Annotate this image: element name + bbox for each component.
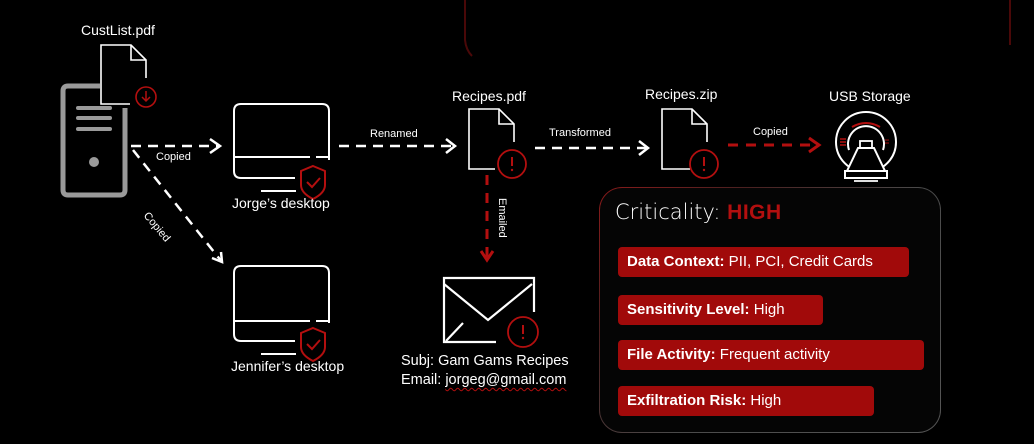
edge-jorge-to-recipes-pdf xyxy=(339,138,458,154)
edge-label-copied: Copied xyxy=(753,126,788,138)
email-address: jorgeg@gmail.com xyxy=(445,372,567,388)
alert-icon xyxy=(497,149,527,179)
pill-value: Frequent activity xyxy=(715,346,830,363)
jennifer-desktop-icon xyxy=(233,265,330,355)
decorative-top-left-line xyxy=(464,0,473,57)
alert-icon xyxy=(689,149,719,179)
usb-storage-device-icon xyxy=(835,111,897,182)
pill-key: Data Context: xyxy=(627,253,725,270)
pill-key: Sensitivity Level: xyxy=(627,301,750,318)
exfiltration-risk-pill: Exfiltration Risk: High xyxy=(618,386,874,416)
pill-value: High xyxy=(749,301,785,318)
alert-icon xyxy=(507,316,539,348)
server-tower-icon xyxy=(60,83,128,198)
shield-check-icon xyxy=(300,326,326,363)
pill-key: Exfiltration Risk: xyxy=(627,392,747,409)
edge-label-copied: Copied xyxy=(156,151,191,163)
pill-value: PII, PCI, Credit Cards xyxy=(724,253,873,270)
email-address-line: Email: jorgeg@gmail.com xyxy=(401,372,566,388)
custlist-file-label: CustList.pdf xyxy=(81,22,155,38)
recipes-pdf-label: Recipes.pdf xyxy=(452,88,526,104)
email-subject: Subj: Gam Gams Recipes xyxy=(401,353,569,369)
edge-pdf-to-email xyxy=(479,175,495,263)
jorge-desktop-icon xyxy=(233,103,330,192)
envelope-icon xyxy=(442,276,536,344)
edge-zip-to-usb xyxy=(728,136,822,154)
shield-check-icon xyxy=(300,164,326,201)
email-prefix: Email: xyxy=(401,372,446,388)
data-context-pill: Data Context: PII, PCI, Credit Cards xyxy=(618,247,909,277)
edge-server-to-jennifer xyxy=(132,149,224,264)
criticality-title: Criticality: HIGH xyxy=(615,200,782,225)
edge-pdf-to-zip xyxy=(535,140,651,156)
recipes-zip-label: Recipes.zip xyxy=(645,86,718,102)
custlist-file-icon xyxy=(100,44,147,105)
usb-storage-label: USB Storage xyxy=(829,88,911,104)
pill-value: High xyxy=(746,392,782,409)
edge-label-emailed: Emailed xyxy=(496,198,508,238)
criticality-level: HIGH xyxy=(727,201,782,224)
jennifer-desktop-label: Jennifer’s desktop xyxy=(231,358,345,374)
pill-key: File Activity: xyxy=(627,346,716,363)
edge-label-renamed: Renamed xyxy=(370,128,418,140)
edge-label-transformed: Transformed xyxy=(549,127,611,139)
file-activity-pill: File Activity: Frequent activity xyxy=(618,340,924,370)
edge-server-to-jorge xyxy=(131,137,223,155)
sensitivity-level-pill: Sensitivity Level: High xyxy=(618,295,823,325)
criticality-label: Criticality: xyxy=(615,200,728,224)
jorge-desktop-label: Jorge’s desktop xyxy=(232,195,330,211)
download-alert-icon xyxy=(135,86,157,108)
criticality-panel: Criticality: HIGH Data Context: PII, PCI… xyxy=(599,187,941,433)
